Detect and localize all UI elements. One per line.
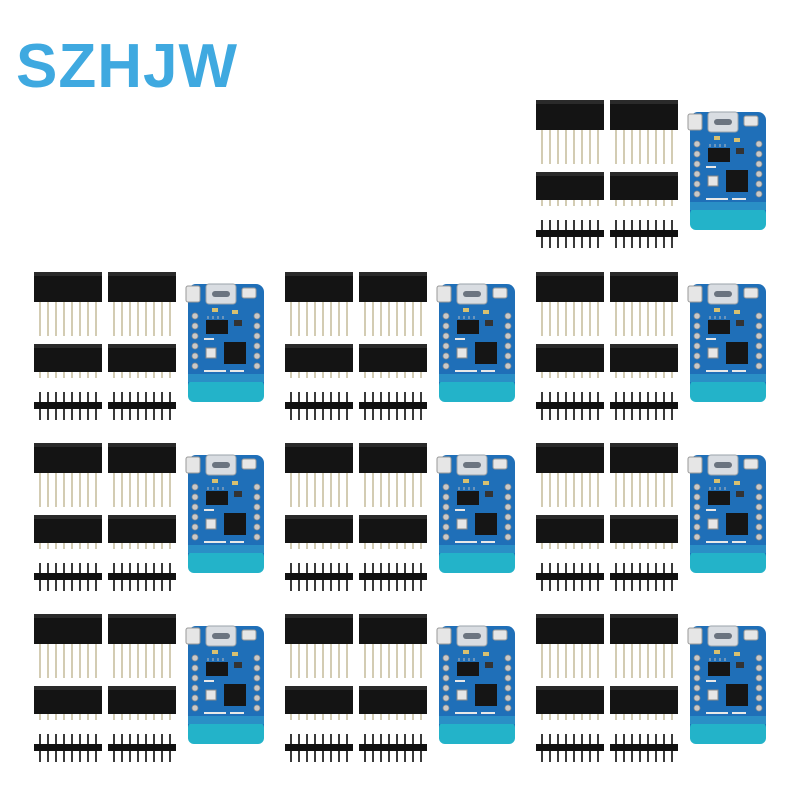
board-kit: [536, 272, 784, 437]
brand-logo: SZHJW: [16, 32, 238, 101]
board-kit-image: [34, 443, 282, 608]
board-kit-image: [285, 272, 533, 437]
board-kit-image: [34, 614, 282, 779]
board-kit: [34, 272, 282, 437]
board-kit: [285, 614, 533, 779]
board-kit: [285, 272, 533, 437]
board-kit-image: [34, 272, 282, 437]
board-kit: [285, 443, 533, 608]
board-kit-image: [536, 443, 784, 608]
board-kit: [536, 100, 784, 265]
board-kit-image: [285, 443, 533, 608]
board-kit-image: [285, 614, 533, 779]
board-kit: [34, 614, 282, 779]
board-kit-image: [536, 100, 784, 265]
board-kit: [536, 443, 784, 608]
board-kit-image: [536, 272, 784, 437]
board-kit: [536, 614, 784, 779]
board-kit: [34, 443, 282, 608]
board-kit-image: [536, 614, 784, 779]
